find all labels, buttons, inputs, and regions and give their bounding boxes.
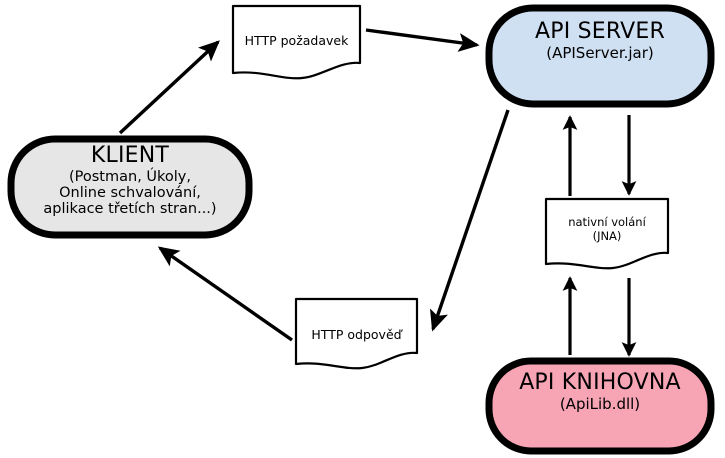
http-pozadavek-shape (231, 4, 362, 80)
node-api-knihovna[interactable] (485, 357, 715, 455)
document-http-pozadavek[interactable] (231, 4, 362, 80)
http-odpoved-shape (294, 297, 419, 370)
document-nativni-volani[interactable] (544, 197, 670, 270)
connector-http-odpoved-to-klient (157, 246, 293, 342)
node-klient[interactable] (7, 135, 253, 239)
connector-klient-to-http-pozadavek (118, 40, 220, 135)
connector-http-pozadavek-to-api-server (365, 28, 480, 52)
connector-api-server-to-http-odpoved (430, 109, 510, 332)
api-server-shape (485, 4, 715, 108)
klient-shape (7, 135, 253, 239)
node-api-server[interactable] (485, 4, 715, 108)
document-http-odpoved[interactable] (294, 297, 419, 370)
api-knihovna-shape (485, 357, 715, 455)
nativni-volani-shape (544, 197, 670, 270)
